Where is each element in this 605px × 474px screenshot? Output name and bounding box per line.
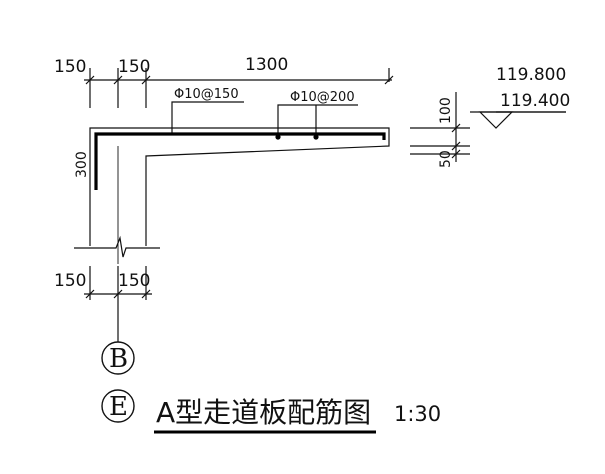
dim-right-2: 50 [438, 150, 454, 168]
axis-circle-e [101, 389, 135, 423]
dim-bottom-2: 150 [118, 271, 150, 291]
dim-bottom-1: 150 [54, 271, 86, 291]
level-upper: 119.800 [496, 65, 566, 85]
rebar-label-2: Φ10@200 [290, 90, 355, 105]
rebar-dot-1 [275, 134, 281, 140]
rebar-leader-1 [171, 101, 244, 134]
dim-top-3: 1300 [245, 55, 288, 75]
tick [141, 289, 151, 299]
slab-outline [89, 127, 390, 246]
level-lower: 119.400 [500, 91, 570, 111]
dim-wall-height: 300 [74, 151, 90, 178]
axis-circle-b [101, 341, 135, 375]
tick [384, 75, 394, 85]
tick [113, 289, 123, 299]
tick [85, 289, 95, 299]
dim-top-1: 150 [54, 57, 86, 77]
rebar-dot-2 [313, 134, 319, 140]
tick [451, 149, 461, 159]
drawing-scale: 1:30 [394, 402, 441, 426]
rebar-label-1: Φ10@150 [174, 87, 239, 102]
dim-right-1: 100 [438, 97, 454, 124]
tick [451, 123, 461, 133]
tick [451, 141, 461, 151]
drawing-title: A型走道板配筋图 [156, 396, 371, 429]
axis-label-e: E [109, 392, 128, 422]
dim-top-2: 150 [118, 57, 150, 77]
axis-label-b: B [109, 344, 128, 374]
rebar-leader-2 [277, 104, 358, 134]
level-marker [478, 111, 514, 129]
tick [141, 75, 151, 85]
tick [85, 75, 95, 85]
break-line [74, 235, 160, 258]
top-rebar [94, 132, 386, 190]
tick [113, 75, 123, 85]
